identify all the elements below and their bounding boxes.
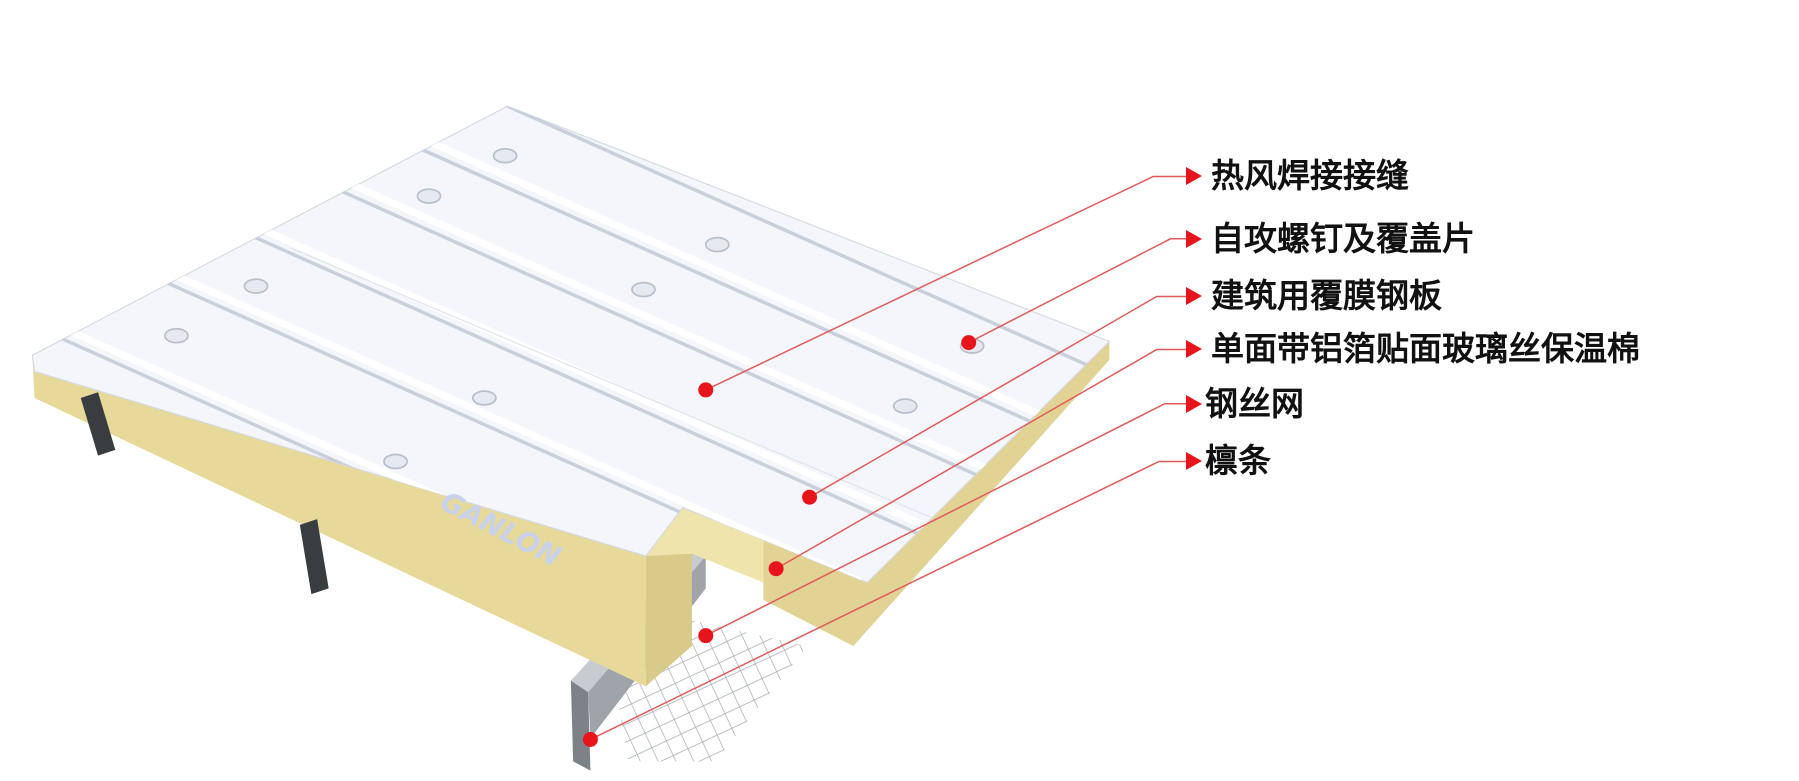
purlin-leg-icon [299,519,329,595]
purlin-leg-icon [80,392,116,456]
coated-steel-sheet-shape [31,105,1111,584]
label-self-tapping-screw-cover: 自攻螺钉及覆盖片 [1211,219,1475,258]
arrow-icon [1186,167,1202,185]
arrow-icon [1186,340,1202,358]
label-steel-wire-mesh: 钢丝网 [1205,384,1304,423]
label-purlin: 檩条 [1205,441,1271,480]
leader-lines [590,175,1188,741]
label-coated-steel-sheet: 建筑用覆膜钢板 [1211,276,1442,315]
label-glass-wool-insulation: 单面带铝箔贴面玻璃丝保温棉 [1211,329,1640,368]
label-hot-air-weld-seam: 热风焊接接缝 [1211,156,1409,195]
insulation-layer-shape [32,341,1110,687]
arrow-icon [1186,230,1202,248]
screw-cover-icons [164,147,985,470]
arrow-icon [1186,395,1202,413]
arrow-icon [1186,452,1202,470]
arrow-icon [1186,287,1202,305]
callout-dots [582,335,977,747]
